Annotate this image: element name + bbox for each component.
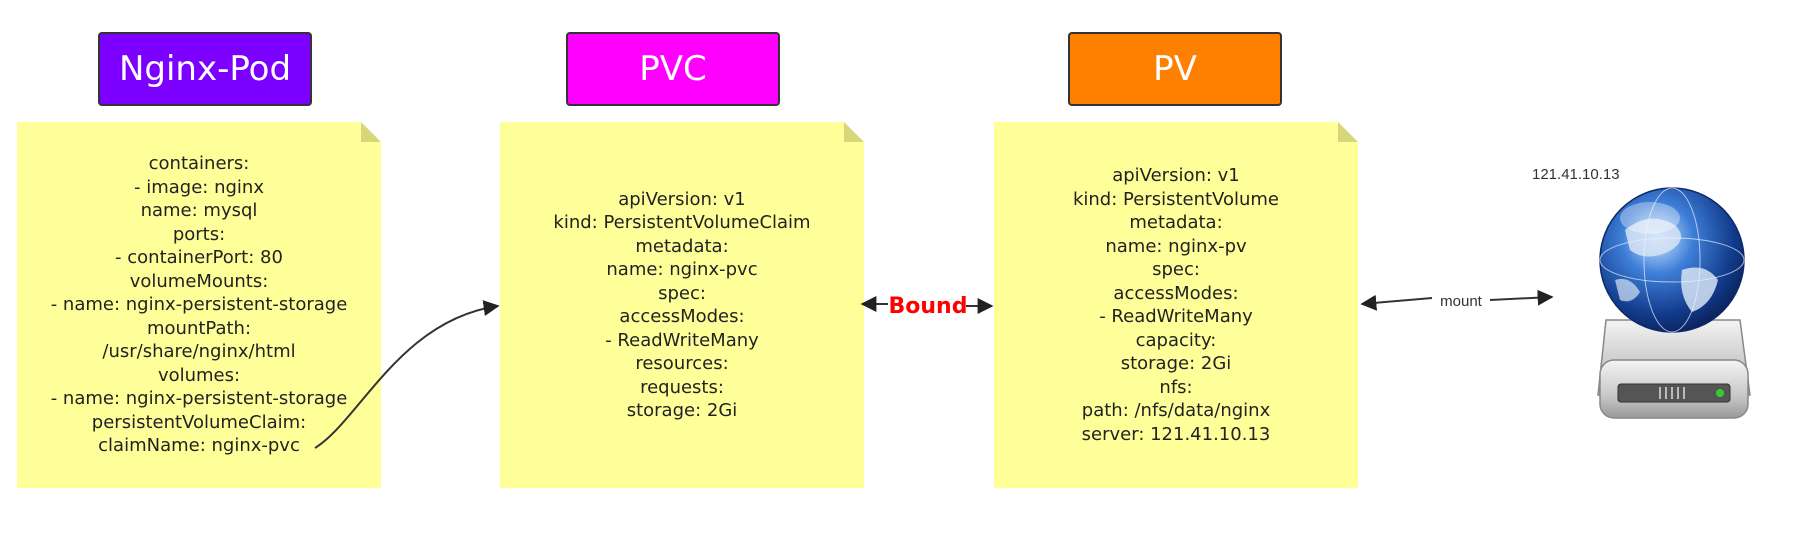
pod-line: volumeMounts: bbox=[129, 270, 269, 292]
pv-line: path: /nfs/data/nginx bbox=[1081, 400, 1271, 421]
pvc-line: storage: 2Gi bbox=[626, 400, 738, 421]
pod-line: claimName: nginx-pvc bbox=[98, 435, 300, 457]
bound-label: Bound bbox=[889, 294, 968, 319]
pod-line: - name: nginx-persistent-storage bbox=[50, 388, 348, 410]
host-ip-label: 121.41.10.13 bbox=[1532, 166, 1620, 183]
pv-line: nfs: bbox=[1159, 376, 1193, 398]
pvc-line: - ReadWriteMany bbox=[605, 329, 759, 351]
pvc-line: metadata: bbox=[635, 235, 729, 257]
pvc-line: requests: bbox=[640, 376, 724, 398]
pod-line: persistentVolumeClaim: bbox=[91, 411, 307, 433]
pvc-line: spec: bbox=[658, 282, 706, 304]
pv-line: storage: 2Gi bbox=[1120, 353, 1232, 374]
pv-line: name: nginx-pv bbox=[1105, 235, 1247, 257]
nginx-pod-title[interactable]: Nginx-Pod bbox=[98, 32, 312, 106]
pvc-line: kind: PersistentVolumeClaim bbox=[553, 212, 811, 233]
pvc-line: name: nginx-pvc bbox=[606, 259, 758, 280]
pvc-line: accessModes: bbox=[619, 306, 745, 327]
pv-spec-note[interactable]: apiVersion: v1 kind: PersistentVolume me… bbox=[994, 122, 1358, 488]
pod-line: containers: bbox=[148, 153, 250, 175]
network-storage-globe-icon[interactable] bbox=[1597, 187, 1751, 419]
pv-line: spec: bbox=[1152, 259, 1200, 280]
pv-line: server: 121.41.10.13 bbox=[1081, 423, 1271, 445]
pod-spec-note[interactable]: containers: - image: nginx name: mysql p… bbox=[17, 122, 381, 488]
claim-arrow[interactable] bbox=[314, 300, 500, 449]
pv-line: capacity: bbox=[1135, 329, 1217, 351]
pv-title[interactable]: PV bbox=[1068, 32, 1282, 106]
pvc-line: resources: bbox=[635, 353, 729, 374]
pod-line: /usr/share/nginx/html bbox=[102, 341, 296, 363]
pv-line: apiVersion: v1 bbox=[1112, 165, 1240, 186]
pod-line: ports: bbox=[172, 223, 226, 245]
mount-arrow[interactable] bbox=[1360, 294, 1433, 311]
pod-line: - image: nginx bbox=[134, 176, 264, 198]
pv-line: - ReadWriteMany bbox=[1099, 306, 1253, 327]
pod-line: - containerPort: 80 bbox=[115, 247, 283, 269]
pv-line: accessModes: bbox=[1113, 282, 1239, 304]
pod-line: - name: nginx-persistent-storage bbox=[50, 294, 348, 316]
pvc-title[interactable]: PVC bbox=[566, 32, 780, 106]
pv-line: metadata: bbox=[1129, 212, 1223, 233]
pvc-line: apiVersion: v1 bbox=[618, 188, 746, 210]
mount-arrow[interactable] bbox=[1489, 289, 1554, 306]
pod-line: volumes: bbox=[157, 364, 241, 386]
pod-line: name: mysql bbox=[140, 200, 258, 222]
pv-line: kind: PersistentVolume bbox=[1072, 188, 1280, 210]
pod-line: mountPath: bbox=[146, 317, 252, 339]
mount-label: mount bbox=[1440, 293, 1483, 310]
pvc-spec-note[interactable]: apiVersion: v1 kind: PersistentVolumeCla… bbox=[500, 122, 864, 488]
